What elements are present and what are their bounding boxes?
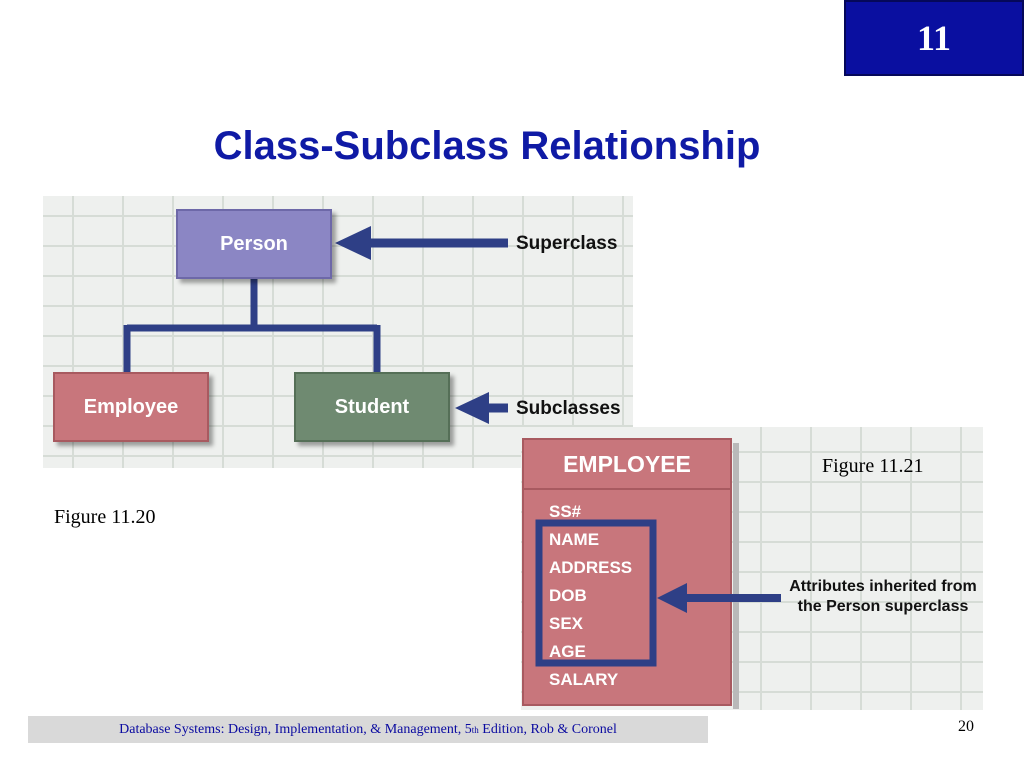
figure-11-20-caption: Figure 11.20 — [54, 506, 156, 528]
attribute-ss: SS# — [549, 502, 582, 521]
inherited-attributes-label: Attributes inherited from the Person sup… — [789, 578, 977, 615]
attribute-name: NAME — [549, 530, 600, 549]
student-box: Student — [294, 372, 450, 442]
footer-citation: Database Systems: Design, Implementation… — [28, 716, 708, 743]
superclass-label: Superclass — [516, 233, 618, 254]
attribute-address: ADDRESS — [549, 558, 633, 577]
chapter-number: 11 — [916, 18, 951, 58]
figure-11-20: Person Employee Student Superclass Subcl… — [43, 196, 633, 468]
attribute-dob: DOB — [549, 586, 587, 605]
subclasses-label: Subclasses — [516, 398, 621, 419]
figure-11-21: EMPLOYEE SS# NAME ADDRESS DOB SEX AGE SA… — [521, 427, 983, 710]
slide-title: Class-Subclass Relationship — [213, 124, 761, 168]
hierarchy-connector — [123, 278, 381, 376]
employee-entity-title: EMPLOYEE — [563, 451, 691, 477]
attribute-salary: SALARY — [549, 670, 619, 689]
figure-11-21-caption: Figure 11.21 — [822, 455, 924, 477]
attribute-sex: SEX — [549, 614, 584, 633]
employee-box: Employee — [53, 372, 209, 442]
subclasses-arrow — [455, 392, 508, 424]
grid-background — [521, 427, 983, 710]
inherited-attributes-highlight — [535, 519, 657, 667]
person-box: Person — [176, 209, 332, 279]
inherited-arrow — [657, 583, 781, 613]
superclass-arrow — [335, 226, 508, 260]
chapter-number-box: 11 — [844, 0, 1024, 76]
page-number: 20 — [958, 718, 974, 735]
attribute-age: AGE — [549, 642, 586, 661]
